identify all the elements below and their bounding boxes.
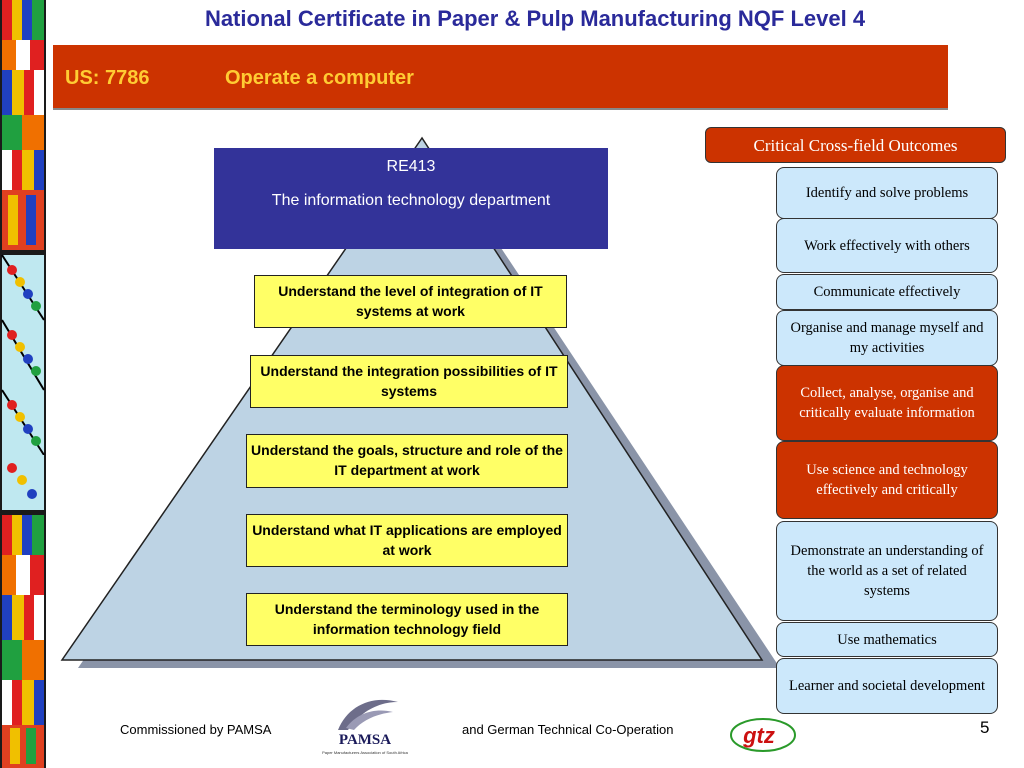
gtz-logo: gtz	[730, 718, 796, 752]
cco-item-mathematics: Use mathematics	[776, 622, 998, 657]
footer-gtz-credit: and German Technical Co-Operation	[462, 722, 674, 737]
cco-item-organise: Organise and manage myself and my activi…	[776, 310, 998, 366]
re-code: RE413	[386, 158, 436, 175]
cco-title: Critical Cross-field Outcomes	[705, 127, 1006, 163]
pamsa-logo: PAMSA Paper Manufacturers Association of…	[322, 699, 409, 755]
cco-item-science: Use science and technology effectively a…	[776, 441, 998, 519]
unit-standard-banner: US: 7786 Operate a computer	[53, 45, 948, 110]
cco-item-systems: Demonstrate an understanding of the worl…	[776, 521, 998, 621]
level-box-3: Understand the goals, structure and role…	[246, 434, 568, 488]
level-box-1: Understand the level of integration of I…	[254, 275, 567, 328]
pamsa-logo-text: PAMSA	[339, 732, 391, 748]
gtz-logo-text: gtz	[742, 723, 775, 748]
cco-item-work: Work effectively with others	[776, 218, 998, 273]
page-number: 5	[980, 718, 990, 737]
level-box-2: Understand the integration possibilities…	[250, 355, 568, 408]
level-box-4: Understand what IT applications are empl…	[246, 514, 568, 567]
unit-standard-code: US: 7786	[65, 67, 150, 89]
cco-item-learner: Learner and societal development	[776, 658, 998, 714]
cco-item-identify: Identify and solve problems	[776, 167, 998, 219]
level-box-5: Understand the terminology used in the i…	[246, 593, 568, 646]
slide-title: National Certificate in Paper & Pulp Man…	[204, 6, 866, 31]
re-description: The information technology department	[271, 192, 551, 209]
unit-standard-name: Operate a computer	[225, 67, 414, 89]
re-box: RE413 The information technology departm…	[214, 148, 608, 249]
cco-item-collect: Collect, analyse, organise and criticall…	[776, 365, 998, 441]
decorative-border	[0, 0, 46, 768]
pamsa-logo-sub: Paper Manufacturers Association of South…	[322, 750, 409, 755]
cco-item-communicate: Communicate effectively	[776, 274, 998, 310]
footer-commissioned: Commissioned by PAMSA	[120, 722, 272, 737]
